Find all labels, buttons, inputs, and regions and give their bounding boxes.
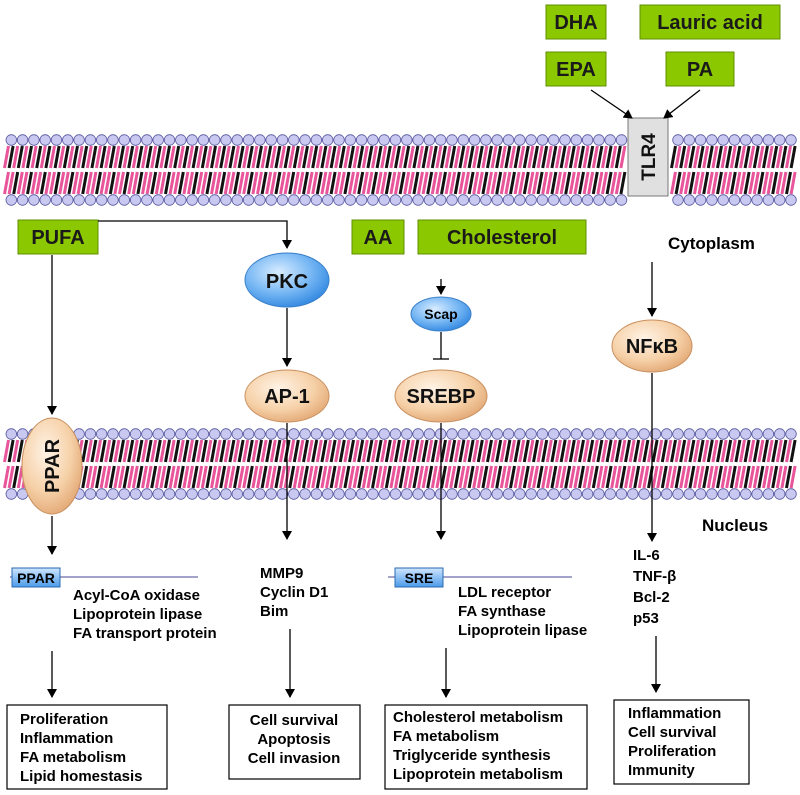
ap1-label: AP-1	[264, 386, 310, 408]
ppar-targets: Acyl-CoA oxidase Lipoprotein lipase FA t…	[73, 587, 217, 642]
tlr4-receptor: TLR4	[627, 117, 669, 197]
arrow-pufa-to-pkc	[98, 220, 292, 249]
pufa-label: PUFA	[31, 227, 84, 249]
cholesterol-label: Cholesterol	[447, 227, 557, 249]
sre-target: FA synthase	[458, 603, 546, 620]
plasma-membrane	[3, 134, 797, 206]
ppar-outcomes-box: Proliferation Inflammation FA metabolism…	[6, 704, 168, 790]
nfkb-outcomes-box: Inflammation Cell survival Proliferation…	[613, 699, 750, 785]
nfkb-target: IL-6	[633, 547, 660, 564]
outcome-item: FA metabolism	[393, 728, 499, 745]
outcome-item: Cell survival	[250, 712, 338, 729]
sre-label: SRE	[405, 570, 434, 586]
ppar-node: PPAR	[21, 417, 83, 515]
srebp-node: SREBP	[394, 369, 488, 423]
ap1-outcomes-box: Cell survival Apoptosis Cell invasion	[228, 704, 361, 780]
nfkb-target: TNF-β	[633, 568, 676, 585]
outcome-item: Cell invasion	[248, 750, 341, 767]
nfkb-targets: IL-6 TNF-β Bcl-2 p53	[633, 547, 676, 627]
ppar-target: Acyl-CoA oxidase	[73, 587, 200, 604]
nfkb-target: Bcl-2	[633, 589, 670, 606]
pkc-label: PKC	[266, 271, 308, 293]
ap1-targets: MMP9 Cyclin D1 Bim	[260, 565, 328, 620]
aa-label: AA	[364, 227, 393, 249]
pkc-node: PKC	[244, 252, 330, 308]
srebp-outcomes-box: Cholesterol metabolism FA metabolism Tri…	[384, 704, 588, 790]
fatty-acid-pa: PA	[665, 51, 735, 87]
ap1-target: MMP9	[260, 565, 303, 582]
sre-response-element: SRE	[388, 567, 572, 588]
nfkb-node: NFκB	[611, 319, 693, 373]
fatty-acid-epa: EPA	[545, 51, 607, 87]
scap-label: Scap	[424, 306, 457, 322]
nuclear-membrane	[3, 428, 797, 500]
ligand-aa: AA	[351, 219, 405, 255]
ppar-label: PPAR	[42, 438, 64, 493]
ppar-response-element: PPAR	[10, 567, 198, 588]
lauric-acid-label: Lauric acid	[657, 12, 763, 34]
membrane-tails	[3, 145, 797, 195]
outcome-item: FA metabolism	[20, 749, 126, 766]
srebp-label: SREBP	[407, 386, 476, 408]
ligand-cholesterol: Cholesterol	[417, 219, 587, 255]
inhibition-scap-to-srebp	[433, 332, 449, 360]
fatty-acid-lauric-acid: Lauric acid	[639, 4, 781, 40]
sre-target: Lipoprotein lipase	[458, 622, 587, 639]
fatty-acid-dha: DHA	[545, 4, 607, 40]
sre-targets: LDL receptor FA synthase Lipoprotein lip…	[458, 584, 587, 639]
scap-node: Scap	[410, 296, 472, 332]
nfkb-target: p53	[633, 610, 659, 627]
sre-target: LDL receptor	[458, 584, 551, 601]
outcome-item: Proliferation	[628, 743, 716, 760]
ligand-pufa: PUFA	[17, 219, 99, 255]
membrane-heads	[5, 134, 797, 206]
outcome-item: Triglyceride synthesis	[393, 747, 551, 764]
outcome-item: Inflammation	[628, 705, 721, 722]
ap1-target: Cyclin D1	[260, 584, 328, 601]
nucleus-label: Nucleus	[702, 516, 768, 535]
cytoplasm-label: Cytoplasm	[668, 234, 755, 253]
ppar-target: Lipoprotein lipase	[73, 606, 202, 623]
ppar-re-label: PPAR	[17, 570, 55, 586]
outcome-item: Inflammation	[20, 730, 113, 747]
nfkb-label: NFκB	[626, 336, 678, 358]
ap1-target: Bim	[260, 603, 288, 620]
epa-label: EPA	[556, 59, 596, 81]
outcome-item: Cholesterol metabolism	[393, 709, 563, 726]
outcome-item: Proliferation	[20, 711, 108, 728]
pa-label: PA	[687, 59, 713, 81]
outcome-item: Lipoprotein metabolism	[393, 766, 563, 783]
dha-label: DHA	[554, 12, 597, 34]
membrane-heads	[5, 428, 797, 500]
membrane-tails	[3, 439, 797, 489]
arrow-pa-to-tlr4	[663, 89, 701, 119]
tlr4-label: TLR4	[639, 133, 660, 181]
outcome-item: Apoptosis	[257, 731, 330, 748]
ap1-node: AP-1	[244, 369, 330, 423]
outcome-item: Immunity	[628, 762, 695, 779]
ppar-target: FA transport protein	[73, 625, 217, 642]
outcome-item: Cell survival	[628, 724, 716, 741]
arrow-epa-to-tlr4	[590, 89, 633, 119]
outcome-item: Lipid homestasis	[20, 768, 143, 785]
